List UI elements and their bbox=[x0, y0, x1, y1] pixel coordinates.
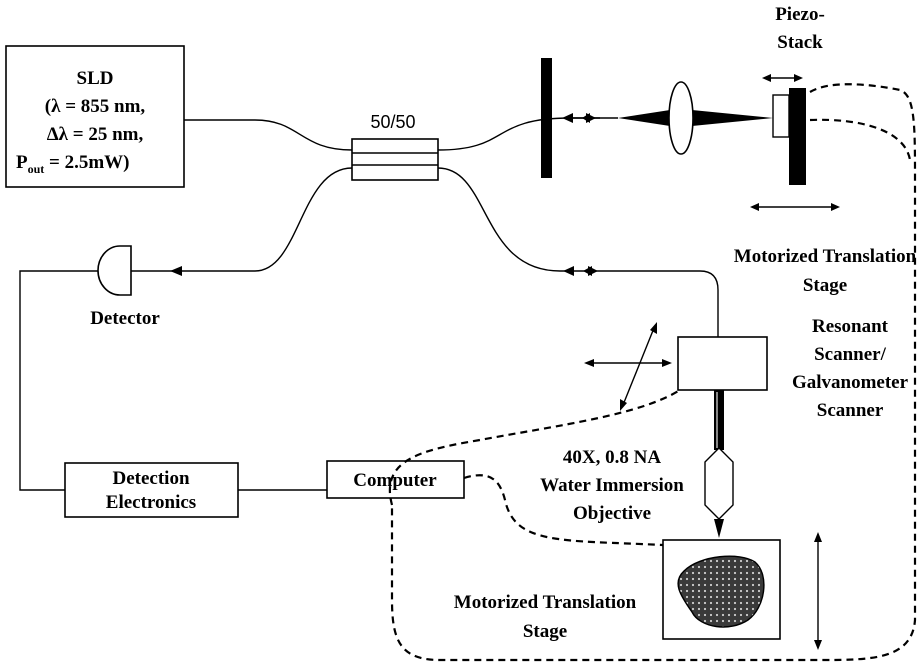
sld-source-box: SLD (λ = 855 nm, Δλ = 25 nm, Pout = 2.5m… bbox=[5, 45, 185, 188]
tissue-sample bbox=[677, 555, 765, 628]
sample-stage-arrow bbox=[814, 532, 822, 650]
detection-electronics: Detection Electronics bbox=[64, 462, 239, 518]
beam-in bbox=[618, 110, 670, 126]
fiber-coupler: 50/50 bbox=[351, 112, 439, 181]
sample-stage: Motorized Translation Stage bbox=[454, 532, 822, 650]
reference-mirror bbox=[789, 88, 806, 185]
scanner-label-1: Resonant bbox=[812, 316, 889, 337]
sample-stage-label-1: Motorized Translation bbox=[454, 592, 637, 613]
sld-title: SLD bbox=[77, 68, 114, 89]
piezo-label-1: Piezo- bbox=[775, 4, 825, 25]
computer: Computer bbox=[326, 460, 465, 499]
detector-icon bbox=[97, 245, 132, 296]
objective-label-1: 40X, 0.8 NA bbox=[563, 447, 661, 468]
optical-fibers bbox=[19, 117, 719, 491]
objective-label-2: Water Immersion bbox=[540, 475, 684, 496]
reference-arm: Piezo- Stack Motorized Translation Stage bbox=[541, 4, 917, 296]
detection-label-2: Electronics bbox=[106, 492, 196, 513]
sld-wavelength: (λ = 855 nm, bbox=[45, 96, 146, 117]
ref-stage-label-2: Stage bbox=[803, 275, 847, 296]
detector: Detector bbox=[90, 245, 160, 329]
coupler-label: 50/50 bbox=[370, 112, 415, 132]
objective-lens bbox=[704, 447, 734, 520]
scan-direction-arrows bbox=[584, 322, 672, 411]
detector-label: Detector bbox=[90, 308, 160, 329]
sample-arm-double-arrow bbox=[563, 266, 598, 276]
ref-stage-arrow bbox=[750, 203, 840, 211]
sld-bandwidth: Δλ = 25 nm, bbox=[47, 124, 144, 145]
detector-fiber-arrow bbox=[170, 266, 182, 276]
ref-stage-label-1: Motorized Translation bbox=[734, 246, 917, 267]
scanner-label-3: Galvanometer bbox=[792, 372, 909, 393]
piezo-label-2: Stack bbox=[777, 32, 823, 53]
detection-label-1: Detection bbox=[112, 468, 189, 489]
scanner-label-4: Scanner bbox=[817, 400, 884, 421]
piezo-stack bbox=[772, 94, 790, 138]
objective: 40X, 0.8 NA Water Immersion Objective bbox=[540, 390, 734, 538]
ref-double-arrow bbox=[562, 113, 600, 123]
computer-label: Computer bbox=[353, 470, 437, 491]
objective-label-3: Objective bbox=[573, 503, 651, 524]
sld-power: Pout = 2.5mW) bbox=[16, 152, 130, 176]
focusing-lens bbox=[668, 81, 694, 155]
objective-tip bbox=[714, 519, 724, 538]
control-lines bbox=[388, 83, 917, 662]
beam-out bbox=[692, 110, 773, 126]
collimator-block bbox=[541, 58, 552, 178]
piezo-arrow bbox=[762, 74, 803, 82]
scanner: Resonant Scanner/ Galvanometer Scanner bbox=[584, 316, 909, 421]
scanner-label-2: Scanner/ bbox=[814, 344, 887, 365]
sample-stage-label-2: Stage bbox=[523, 621, 567, 642]
